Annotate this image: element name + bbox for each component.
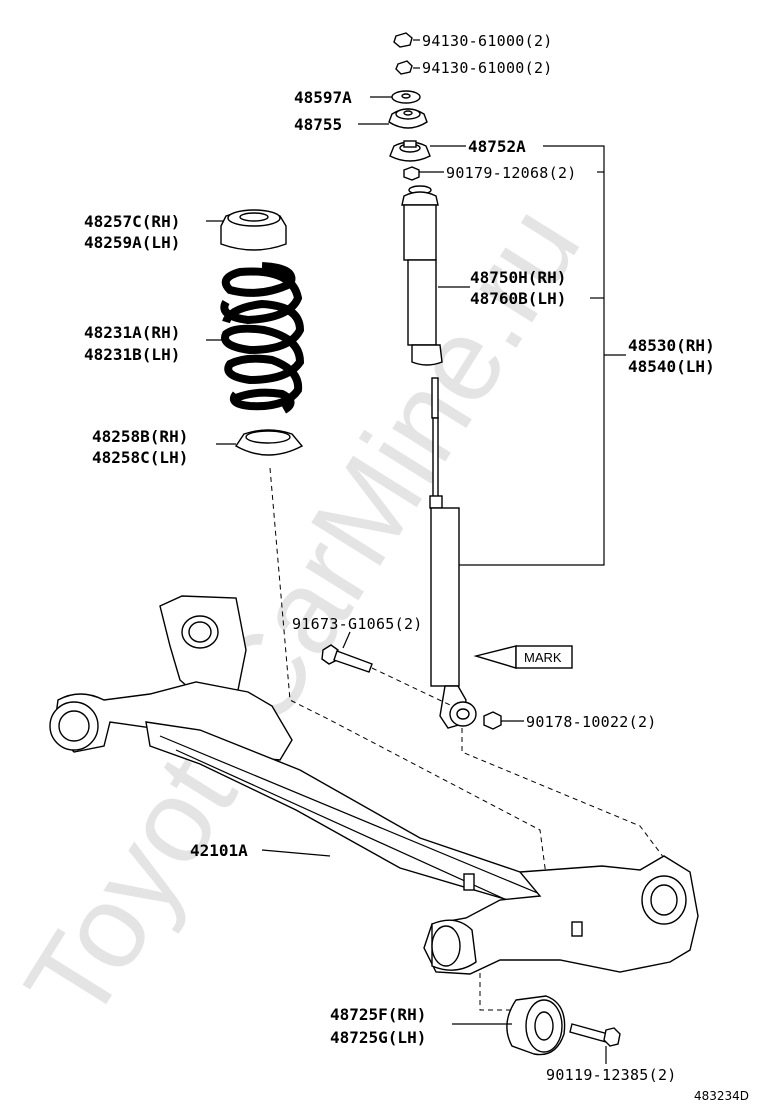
nut-icon xyxy=(395,60,413,75)
label-90119-12385: 90119-12385(2) xyxy=(546,1066,677,1084)
cushion-icon xyxy=(388,108,428,129)
dust-boot-icon xyxy=(401,185,443,366)
nut-icon xyxy=(403,166,420,181)
label-48760b: 48760B(LH) xyxy=(470,289,566,308)
label-94130-61000-top: 94130-61000(2) xyxy=(422,32,553,50)
spring-seat-upper-icon xyxy=(220,209,287,251)
shock-absorber-icon xyxy=(429,377,477,729)
label-48530: 48530(RH) xyxy=(628,336,715,355)
label-48231b: 48231B(LH) xyxy=(84,345,180,364)
label-48540: 48540(LH) xyxy=(628,357,715,376)
nut-icon xyxy=(393,32,413,48)
mark-label: MARK xyxy=(524,650,562,665)
label-90178-10022: 90178-10022(2) xyxy=(526,713,657,731)
axle-beam-icon xyxy=(49,595,699,975)
label-48752a: 48752A xyxy=(468,137,526,156)
label-48231a: 48231A(RH) xyxy=(84,323,180,342)
mark-flag: MARK xyxy=(473,645,573,669)
label-94130-61000: 94130-61000(2) xyxy=(422,59,553,77)
bolt-icon xyxy=(569,1023,621,1047)
label-48725f: 48725F(RH) xyxy=(330,1005,426,1024)
bolt-icon xyxy=(321,644,373,673)
support-icon xyxy=(389,140,431,162)
bushing-icon xyxy=(506,995,566,1056)
coil-spring-icon xyxy=(220,262,305,414)
label-48750h: 48750H(RH) xyxy=(470,268,566,287)
label-48257c: 48257C(RH) xyxy=(84,212,180,231)
diagram-id: 483234D xyxy=(694,1089,749,1103)
nut-icon xyxy=(483,711,502,730)
washer-icon xyxy=(391,90,421,104)
label-48755: 48755 xyxy=(294,115,342,134)
label-48725g: 48725G(LH) xyxy=(330,1028,426,1047)
spring-seat-lower-icon xyxy=(234,429,304,456)
label-48258c: 48258C(LH) xyxy=(92,448,188,467)
label-91673-g1065: 91673-G1065(2) xyxy=(292,615,423,633)
label-48597a: 48597A xyxy=(294,88,352,107)
label-90179-12068: 90179-12068(2) xyxy=(446,164,577,182)
label-48258b: 48258B(RH) xyxy=(92,427,188,446)
label-42101a: 42101A xyxy=(190,841,248,860)
label-48259a: 48259A(LH) xyxy=(84,233,180,252)
